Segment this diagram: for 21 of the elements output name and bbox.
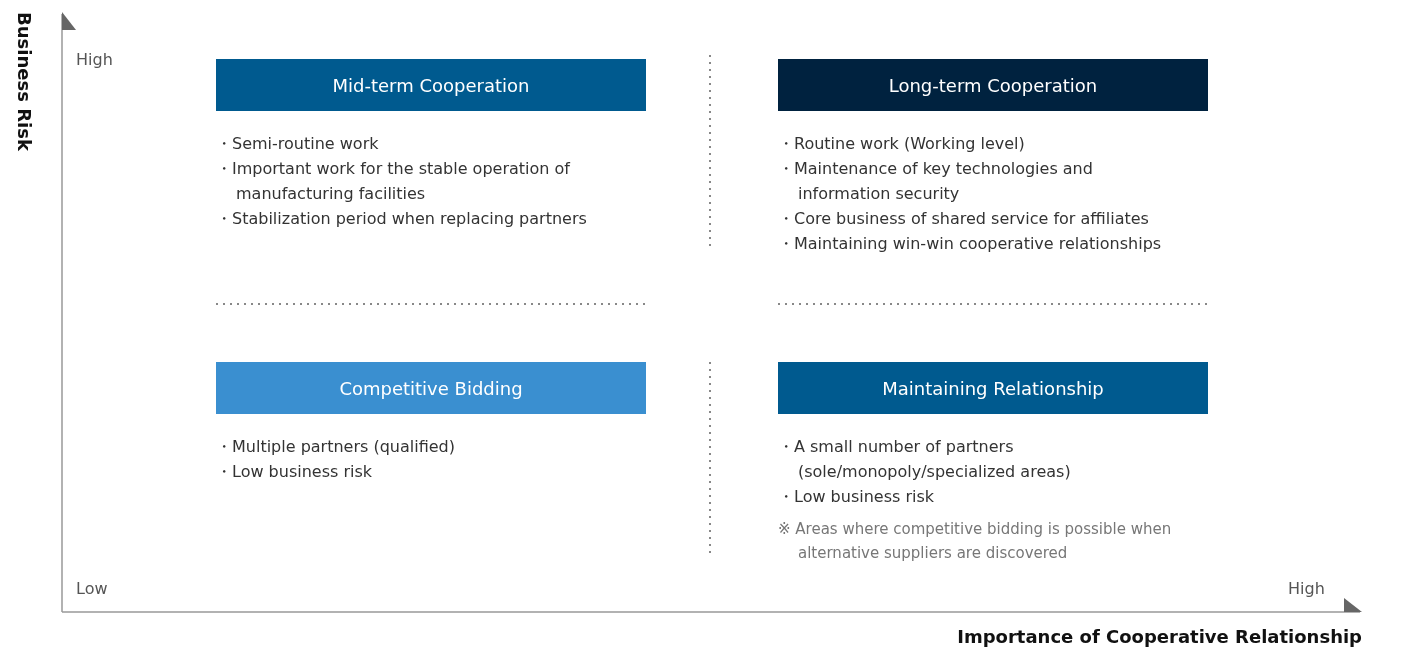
axis-label: High — [76, 50, 113, 69]
bullet-item: ・Multiple partners (qualified) — [216, 436, 456, 458]
bullet-item: ・Stabilization period when replacing partners — [216, 208, 588, 230]
heading-bar: Mid-term Cooperation — [216, 59, 646, 111]
bullet-item: ・Semi-routine work — [216, 133, 380, 155]
heading-bar: Long-term Cooperation — [778, 59, 1208, 111]
axis-title: Importance of Cooperative Relationship — [957, 626, 1362, 647]
bullet-item: ・Maintenance of key technologies and information security — [778, 158, 1094, 205]
heading-bar: Competitive Bidding — [216, 362, 646, 414]
axis-label: High — [1288, 579, 1325, 598]
bullet-item: ・Core business of shared service for affiliates — [778, 208, 1150, 230]
axis-title: Business Risk — [14, 12, 35, 151]
bullet-item: ・A small number of partners (sole/monopoly/specialized areas) — [778, 436, 1072, 483]
bullet-item: ・Low business risk — [216, 461, 374, 483]
bullet-item: ・Maintaining win-win cooperative relationships — [778, 233, 1163, 255]
axis-label: Low — [76, 579, 108, 598]
bullet-item: ・Low business risk — [778, 486, 936, 508]
footnote: ※ Areas where competitive bidding is possible when alternative suppliers are discovered — [778, 519, 1173, 564]
heading-bar: Maintaining Relationship — [778, 362, 1208, 414]
bullet-item: ・Important work for the stable operation of manufacturing facilities — [216, 158, 572, 205]
bullet-item: ・Routine work (Working level) — [778, 133, 1026, 155]
